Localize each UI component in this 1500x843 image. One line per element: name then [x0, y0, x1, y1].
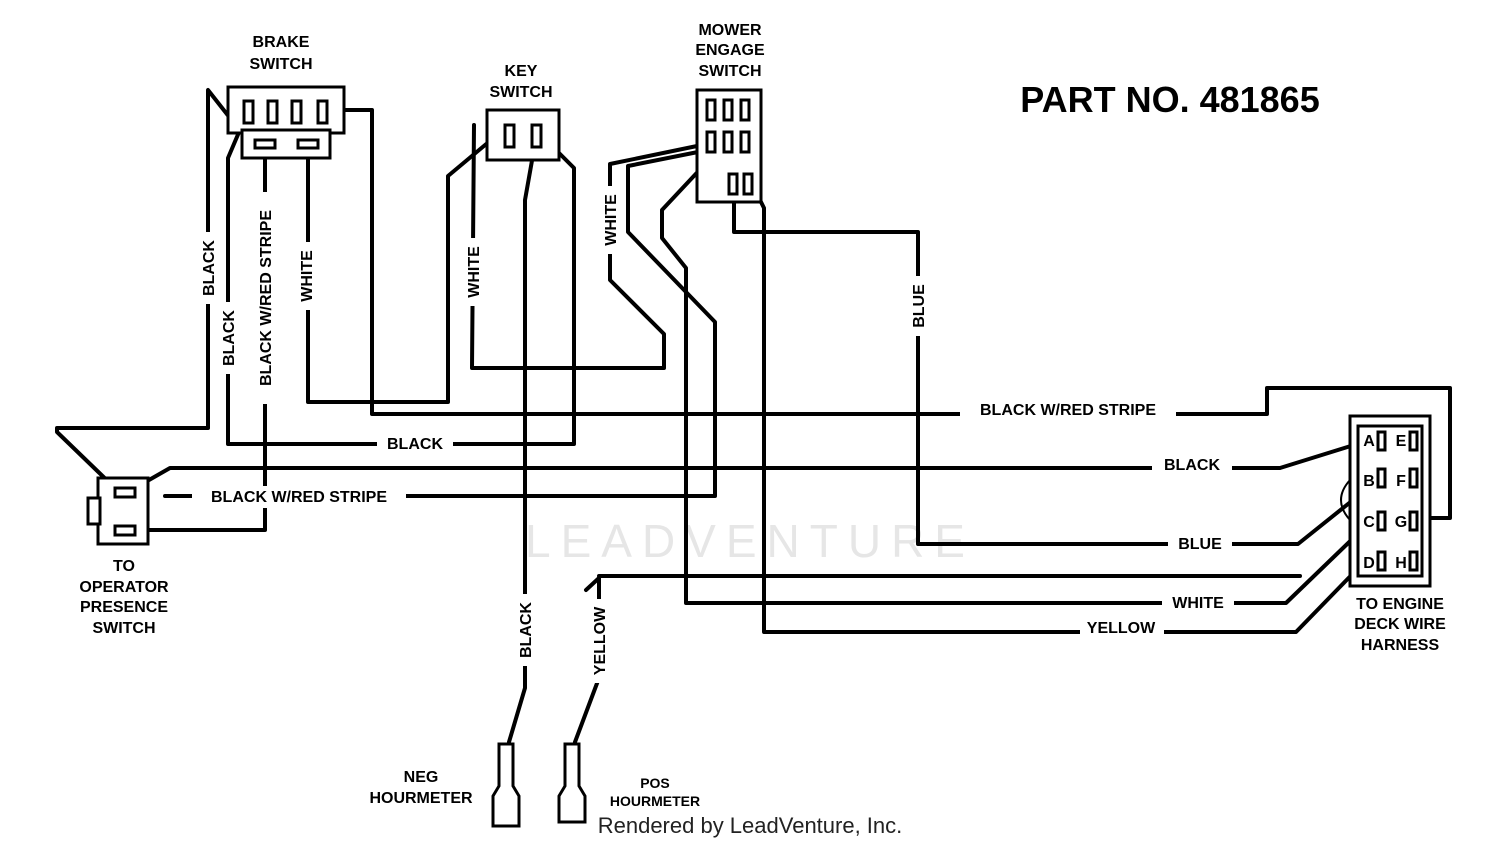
label-black-hourmeter: BLACK	[518, 602, 535, 658]
mower-switch-label-line2: ENGAGE	[695, 42, 765, 59]
mower-terminal-7	[727, 172, 739, 196]
brake-terminal-4	[316, 99, 329, 125]
harness-pin-b: B	[1363, 473, 1375, 490]
key-terminal-2	[530, 123, 543, 149]
harness-pin-g-terminal	[1408, 510, 1419, 532]
label-white-right: WHITE	[1172, 595, 1224, 612]
harness-latch	[1340, 479, 1351, 521]
mower-terminal-5	[722, 130, 734, 154]
label-black-outer: BLACK	[201, 240, 218, 296]
mower-terminal-6	[739, 130, 751, 154]
wire-blue	[732, 174, 1370, 546]
wire-black-outer	[55, 88, 232, 492]
key-switch: KEY SWITCH	[485, 63, 561, 162]
wires	[55, 88, 1452, 744]
pos-hourmeter-terminal	[557, 742, 587, 824]
harness-pin-c: C	[1363, 514, 1375, 531]
brake-switch: BRAKE SWITCH	[226, 34, 346, 160]
mower-terminal-1	[705, 98, 717, 122]
label-black-red-stripe-top: BLACK W/RED STRIPE	[980, 402, 1156, 419]
label-black-right: BLACK	[1164, 457, 1220, 474]
brake-terminal-1	[242, 99, 255, 125]
label-black-mid: BLACK	[387, 436, 443, 453]
wire-black-inner	[226, 116, 576, 446]
label-white-key: WHITE	[466, 246, 483, 298]
operator-presence-connector: TO OPERATOR PRESENCE SWITCH	[79, 476, 169, 637]
label-blue-right: BLUE	[1178, 536, 1222, 553]
wire-black-key-hourmeter	[507, 136, 538, 744]
operator-label-line1: TO	[113, 558, 135, 575]
harness-label-line2: DECK WIRE	[1354, 616, 1446, 633]
mower-terminal-2	[722, 98, 734, 122]
part-number-title: PART NO. 481865	[1020, 79, 1319, 120]
label-black-red-stripe-vertical: BLACK W/RED STRIPE	[258, 210, 275, 386]
harness-label-line3: HARNESS	[1361, 637, 1440, 654]
key-switch-body	[485, 108, 561, 162]
credit-line: Rendered by LeadVenture, Inc.	[598, 813, 903, 838]
label-white-brake: WHITE	[299, 250, 316, 302]
neg-hourmeter-label-line2: HOURMETER	[369, 790, 473, 807]
operator-terminal-2	[113, 524, 137, 537]
operator-label-line4: SWITCH	[92, 620, 155, 637]
harness-pin-d: D	[1363, 555, 1375, 572]
harness-pin-h: H	[1395, 555, 1407, 572]
harness-pin-c-terminal	[1376, 510, 1387, 532]
wire-black-red-stripe-brake	[128, 144, 267, 532]
harness-pin-f: F	[1396, 473, 1406, 490]
brake-terminal-2	[266, 99, 279, 125]
harness-pin-a-terminal	[1376, 430, 1387, 452]
harness-pin-e-terminal	[1408, 430, 1419, 452]
mower-terminal-3	[739, 98, 751, 122]
brake-switch-label-line2: SWITCH	[249, 56, 312, 73]
mower-switch-label-line3: SWITCH	[698, 63, 761, 80]
engine-harness-connector: A B C D E F G H TO ENGINE DECK WIRE HARN…	[1340, 414, 1446, 654]
brake-terminal-5	[253, 138, 277, 150]
mower-terminal-8	[742, 172, 754, 196]
neg-hourmeter-label-line1: NEG	[404, 769, 439, 786]
wire-black-red-stripe-mower	[163, 144, 730, 498]
brake-switch-label-line1: BRAKE	[253, 34, 310, 51]
harness-pin-b-terminal	[1376, 467, 1387, 489]
wire-white-mower-harness	[660, 144, 1372, 605]
harness-pin-d-terminal	[1376, 550, 1387, 572]
label-blue-vertical: BLUE	[911, 284, 928, 328]
operator-label-line3: PRESENCE	[80, 599, 168, 616]
key-switch-label-line2: SWITCH	[489, 84, 552, 101]
brake-terminal-6	[296, 138, 320, 150]
key-switch-label-line1: KEY	[505, 63, 538, 80]
label-black-red-stripe-left: BLACK W/RED STRIPE	[211, 489, 387, 506]
label-white-mower: WHITE	[603, 194, 620, 246]
pos-hourmeter-label-line2: HOURMETER	[610, 793, 700, 809]
operator-label-line2: OPERATOR	[79, 579, 169, 596]
mower-engage-switch: MOWER ENGAGE SWITCH	[695, 22, 765, 204]
harness-pin-e: E	[1396, 433, 1407, 450]
label-black-inner: BLACK	[221, 310, 238, 366]
label-yellow-hourmeter: YELLOW	[592, 606, 609, 675]
operator-connector-tab	[86, 496, 102, 526]
mower-switch-label-line1: MOWER	[698, 22, 762, 39]
wire-labels: BLACK BLACK BLACK W/RED STRIPE WHITE WHI…	[192, 186, 1234, 683]
watermark: LEADVENTURE	[525, 515, 975, 567]
harness-pin-f-terminal	[1408, 467, 1419, 489]
key-terminal-1	[503, 123, 516, 149]
wire-black-red-stripe-harness	[328, 108, 1452, 520]
harness-pin-h-terminal	[1408, 550, 1419, 572]
operator-terminal-1	[113, 486, 137, 499]
neg-hourmeter-terminal	[491, 742, 521, 828]
brake-terminal-3	[290, 99, 303, 125]
harness-pin-a: A	[1363, 433, 1375, 450]
wire-white-brake-key	[306, 128, 505, 404]
harness-pin-g: G	[1395, 514, 1407, 531]
mower-terminal-4	[705, 130, 717, 154]
label-yellow-right: YELLOW	[1087, 620, 1156, 637]
hourmeter-terminals: NEG HOURMETER POS HOURMETER	[369, 742, 700, 828]
wire-white-key-mower	[470, 123, 728, 370]
pos-hourmeter-label-line1: POS	[640, 775, 670, 791]
harness-label-line1: TO ENGINE	[1356, 596, 1444, 613]
